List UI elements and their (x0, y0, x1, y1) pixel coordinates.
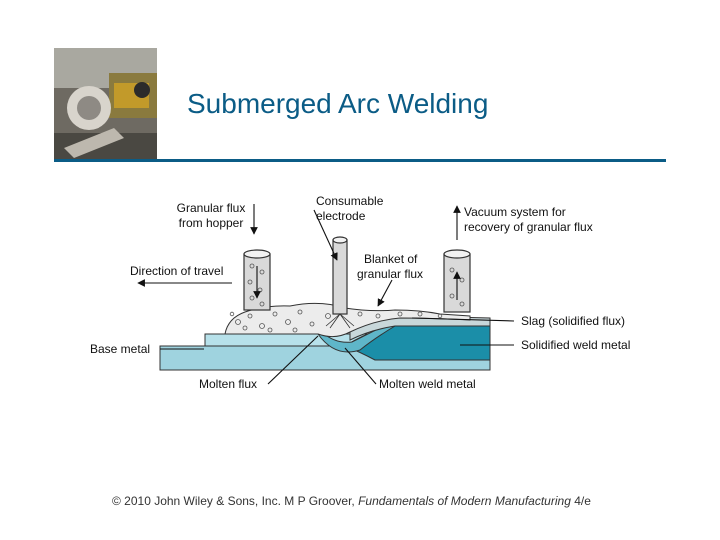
label-vacuum-2: recovery of granular flux (464, 220, 593, 234)
label-blanket: Blanket of (364, 252, 418, 266)
title-divider (54, 159, 666, 162)
label-solidified-weld: Solidified weld metal (521, 338, 630, 352)
callout-arrows (137, 204, 515, 385)
footer-prefix: © 2010 John Wiley & Sons, Inc. M P Groov… (112, 494, 359, 508)
footer-book-title: Fundamentals of Modern Manufacturing (358, 494, 571, 508)
book-cover-photo (54, 48, 157, 160)
label-consumable: Consumable (316, 194, 384, 208)
label-consumable-2: electrode (316, 209, 366, 223)
label-blanket-2: granular flux (357, 267, 423, 281)
slide-title: Submerged Arc Welding (187, 88, 489, 119)
label-molten-flux: Molten flux (199, 377, 257, 391)
label-base-metal: Base metal (90, 342, 150, 356)
label-granular-flux-2: from hopper (179, 216, 244, 230)
submerged-arc-welding-diagram: Granular flux from hopper Consumable ele… (80, 190, 660, 405)
footer-edition: 4/e (570, 494, 591, 508)
label-slag: Slag (solidified flux) (521, 314, 625, 328)
label-vacuum: Vacuum system for (464, 205, 566, 219)
label-direction-of-travel: Direction of travel (130, 264, 223, 278)
label-molten-weld: Molten weld metal (379, 377, 476, 391)
label-granular-flux: Granular flux (177, 201, 246, 215)
copyright-footer: © 2010 John Wiley & Sons, Inc. M P Groov… (112, 494, 591, 508)
